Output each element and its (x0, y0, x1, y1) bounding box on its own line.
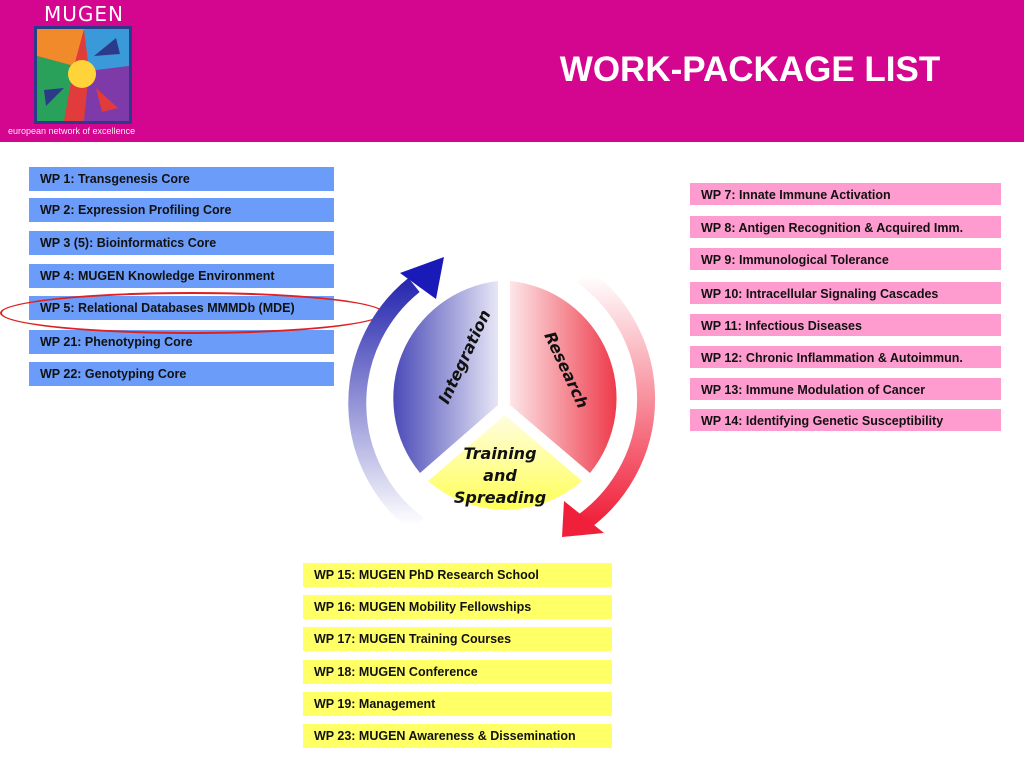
core-wp-item[interactable]: WP 22: Genotyping Core (29, 362, 334, 386)
training-label-line3: Spreading (454, 488, 546, 507)
research-arrow (576, 267, 656, 531)
training-segment (428, 415, 582, 510)
integration-arrowhead (400, 257, 444, 299)
research-wp-item[interactable]: WP 14: Identifying Genetic Susceptibilit… (689, 408, 1002, 432)
core-wp-item[interactable]: WP 3 (5): Bioinformatics Core (29, 231, 334, 255)
logo-text: MUGEN (44, 2, 124, 26)
core-wp-item[interactable]: WP 21: Phenotyping Core (29, 330, 334, 354)
core-wp-item[interactable]: WP 4: MUGEN Knowledge Environment (29, 264, 334, 288)
integration-arrow (348, 277, 424, 533)
mugen-logo (34, 26, 132, 124)
training-wp-item[interactable]: WP 15: MUGEN PhD Research School (303, 563, 612, 587)
integration-research-training-diagram: Integration Research Training and Spread… (348, 257, 656, 537)
research-wp-item[interactable]: WP 8: Antigen Recognition & Acquired Imm… (689, 215, 1002, 239)
integration-segment (393, 281, 498, 473)
training-wp-item[interactable]: WP 16: MUGEN Mobility Fellowships (303, 595, 612, 619)
core-wp-item[interactable]: WP 2: Expression Profiling Core (29, 198, 334, 222)
training-label-line2: and (483, 466, 517, 485)
research-segment (510, 281, 617, 473)
training-wp-item[interactable]: WP 19: Management (303, 692, 612, 716)
research-arrowhead (562, 501, 604, 537)
logo-tagline: european network of excellence (8, 126, 136, 136)
page-title: WORK-PACKAGE LIST (559, 50, 941, 89)
training-wp-item[interactable]: WP 18: MUGEN Conference (303, 660, 612, 684)
research-wp-item[interactable]: WP 11: Infectious Diseases (689, 313, 1002, 337)
research-wp-item[interactable]: WP 9: Immunological Tolerance (689, 247, 1002, 271)
header-banner: MUGEN european network of excellence WOR… (0, 0, 1024, 142)
core-wp-item[interactable]: WP 5: Relational Databases MMMDb (MDE) (29, 296, 334, 320)
training-wp-item[interactable]: WP 17: MUGEN Training Courses (303, 627, 612, 651)
training-wp-item[interactable]: WP 23: MUGEN Awareness & Dissemination (303, 724, 612, 748)
research-wp-item[interactable]: WP 12: Chronic Inflammation & Autoimmun. (689, 345, 1002, 369)
training-label-line1: Training (463, 444, 536, 463)
core-wp-item[interactable]: WP 1: Transgenesis Core (29, 167, 334, 191)
research-wp-item[interactable]: WP 13: Immune Modulation of Cancer (689, 377, 1002, 401)
research-wp-item[interactable]: WP 7: Innate Immune Activation (689, 182, 1002, 206)
research-wp-item[interactable]: WP 10: Intracellular Signaling Cascades (689, 281, 1002, 305)
